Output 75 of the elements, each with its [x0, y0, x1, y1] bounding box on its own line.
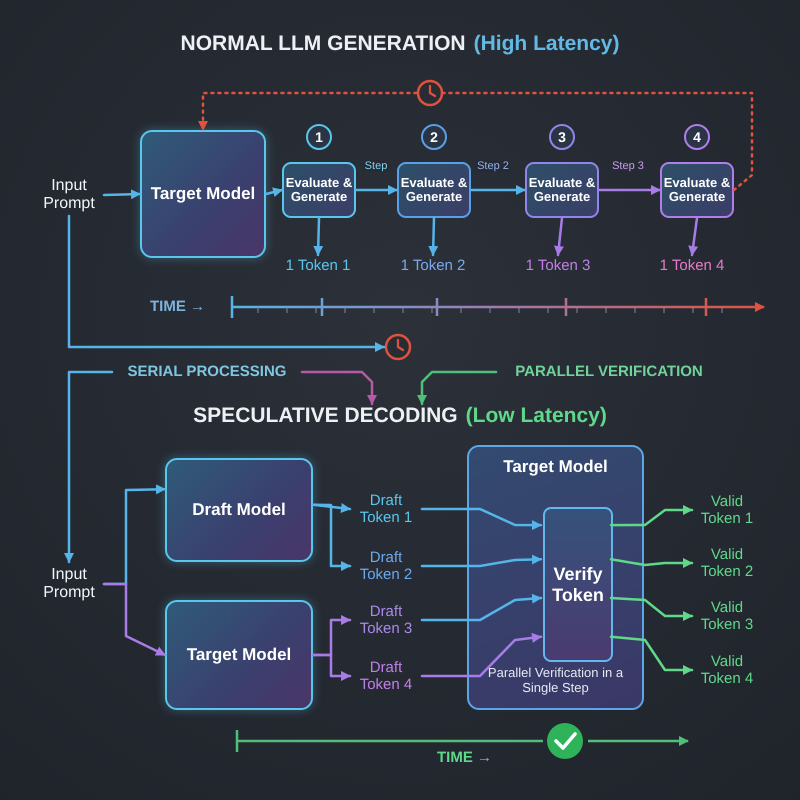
arrow: [264, 187, 284, 198]
edge-label: Step: [364, 160, 388, 172]
panel-title: Target Model: [503, 457, 608, 477]
edge-label: Step 3: [611, 160, 645, 172]
arrow: [354, 185, 398, 195]
token-text: Draft Token 2: [350, 546, 422, 586]
section-heading: NORMAL LLM GENERATION: [180, 32, 466, 56]
axis-label: TIME →: [437, 749, 492, 766]
step-number: 1: [306, 124, 332, 150]
model-box: [140, 130, 266, 258]
arrow: [598, 185, 662, 195]
stage-label: SERIAL PROCESSING: [112, 362, 302, 382]
section-heading: (High Latency): [474, 32, 620, 56]
model-box: [165, 600, 313, 710]
arrow: [610, 636, 694, 675]
box-label: Target Model: [150, 184, 256, 204]
dotted-arrow: [198, 92, 754, 192]
box-label: Evaluate & Generate: [284, 176, 354, 204]
arrow: [420, 594, 542, 622]
process-box: [525, 162, 599, 218]
box-label: Evaluate & Generate: [400, 176, 468, 204]
model-box: [165, 458, 313, 562]
verify-box: [543, 507, 613, 662]
token-text: Draft Token 1: [350, 489, 422, 529]
arrow: [312, 504, 352, 571]
arrow: [102, 189, 142, 200]
arrow: [610, 596, 694, 621]
section-heading: (Low Latency): [466, 404, 607, 428]
step-number: 4: [684, 124, 710, 150]
arrow: [417, 370, 498, 406]
box-label: Target Model: [186, 645, 292, 665]
section-heading: SPECULATIVE DECODING: [193, 404, 458, 428]
process-box: [397, 162, 471, 218]
arrow: [610, 558, 694, 568]
arrow: [300, 370, 377, 406]
box-label: Evaluate & Generate: [528, 176, 596, 204]
token-text: 1 Token 4: [647, 255, 737, 277]
box-label: Draft Model: [192, 500, 286, 520]
axis-label: TIME →: [150, 298, 205, 315]
arrow: [68, 214, 386, 352]
box-label: Verify Token: [551, 564, 605, 606]
token-text: 1 Token 2: [388, 255, 478, 277]
process-box: [282, 162, 356, 218]
process-box: [660, 162, 734, 218]
arrow: [313, 216, 324, 256]
prompt-text: Input Prompt: [34, 562, 104, 606]
box-label: Evaluate & Generate: [662, 176, 732, 204]
token-text: 1 Token 1: [273, 255, 363, 277]
panel-caption: Parallel Verification in a Single Step: [486, 666, 624, 696]
arrow: [420, 508, 542, 530]
token-text: 1 Token 3: [513, 255, 603, 277]
arrow: [312, 503, 352, 513]
arrow: [102, 582, 166, 656]
token-text: Valid Token 1: [692, 490, 762, 530]
model-panel: [467, 445, 644, 710]
arrow: [420, 632, 542, 678]
token-text: Valid Token 4: [692, 650, 762, 690]
arrow: [470, 185, 526, 195]
token-text: Draft Token 4: [350, 656, 422, 696]
token-text: Valid Token 2: [692, 543, 762, 583]
token-text: Valid Token 3: [692, 596, 762, 636]
step-number: 3: [549, 124, 575, 150]
arrow: [554, 216, 564, 256]
stage-label: PARALLEL VERIFICATION: [496, 362, 722, 382]
arrow: [312, 654, 352, 681]
arrow: [64, 370, 114, 564]
arrow: [688, 216, 698, 256]
arrow: [428, 216, 438, 256]
prompt-text: Input Prompt: [34, 174, 104, 216]
edge-label: Step 2: [476, 160, 510, 172]
arrow: [420, 554, 542, 568]
step-number: 2: [421, 124, 447, 150]
clock-icon: [384, 333, 412, 361]
token-text: Draft Token 3: [350, 600, 422, 640]
arrow: [610, 505, 694, 526]
